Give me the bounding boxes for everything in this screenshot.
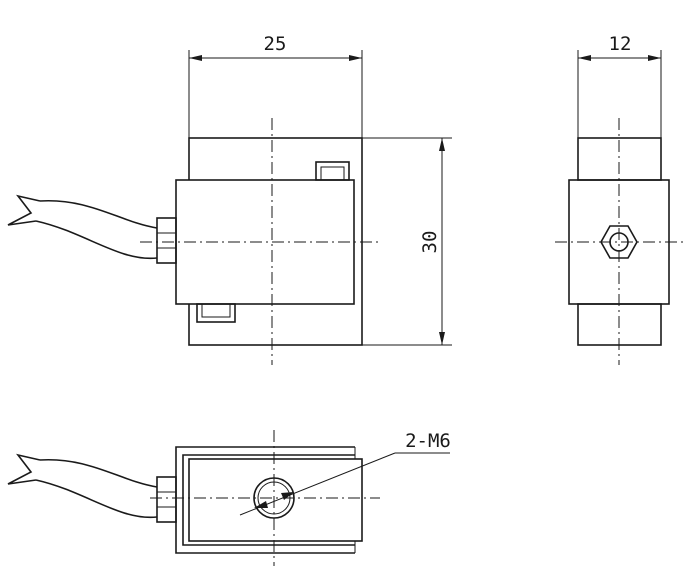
- top-body: [188, 458, 363, 542]
- dimension-depth: 12: [577, 33, 662, 138]
- top-cable-gland: [156, 476, 177, 523]
- front-bottom-slot: [196, 303, 236, 323]
- top-bracket-outer: [175, 446, 355, 554]
- top-view: [7, 430, 380, 566]
- thread-callout: 2-M6: [239, 430, 451, 516]
- top-cable: [7, 453, 158, 519]
- dimension-height: 30: [362, 137, 452, 346]
- dimension-width: 25: [188, 33, 363, 138]
- top-bracket-inner: [182, 454, 355, 546]
- side-view: [555, 118, 683, 365]
- front-cable-gland: [156, 217, 177, 264]
- thread-callout-label: 2-M6: [405, 430, 451, 452]
- front-cable: [7, 194, 158, 260]
- dimension-height-label: 30: [419, 231, 441, 254]
- front-top-slot: [315, 161, 350, 181]
- front-view: [7, 118, 380, 365]
- dimension-depth-label: 12: [609, 33, 632, 55]
- dimension-width-label: 25: [264, 33, 287, 55]
